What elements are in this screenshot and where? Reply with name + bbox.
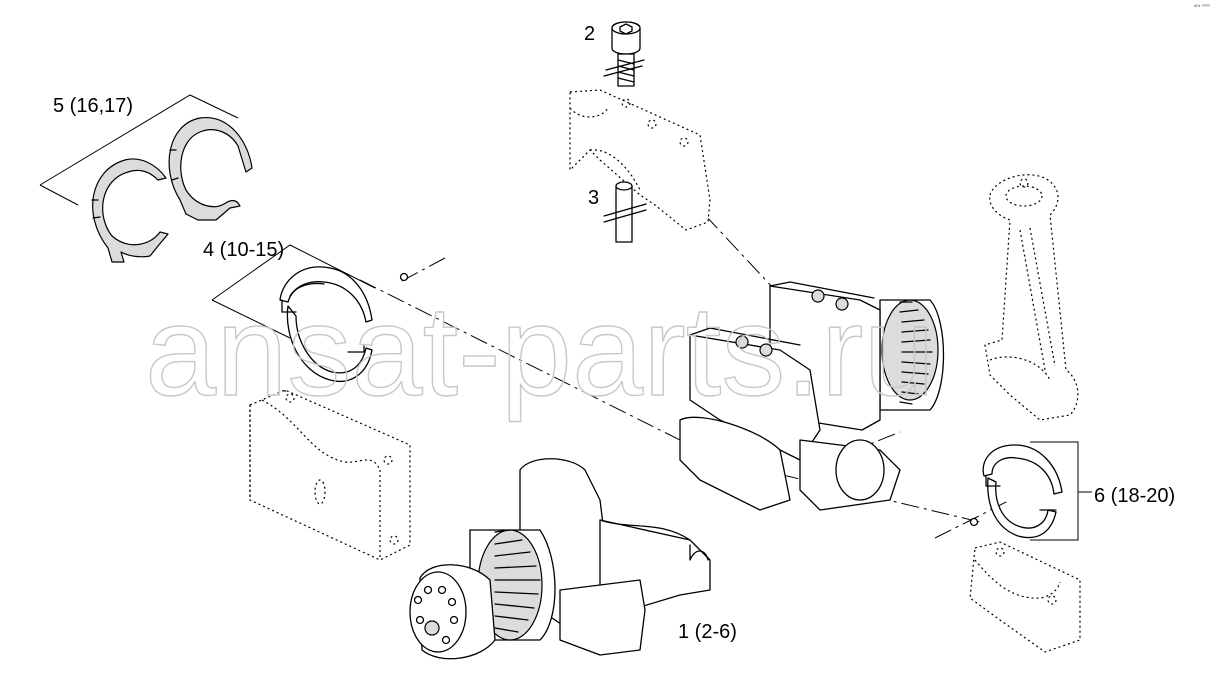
label-bolt: 2 xyxy=(584,23,596,45)
label-pin: 3 xyxy=(588,187,600,209)
corner-mark: ᴬᴼ¹ ⁰⁰⁰⁰ xyxy=(1194,4,1210,10)
dowel-pin xyxy=(603,181,647,243)
connecting-rod xyxy=(984,174,1079,421)
main-bearing-cap-top xyxy=(569,89,711,231)
main-bearing-shells xyxy=(211,244,376,382)
label-main-bearing-shells: 4 (10-15) xyxy=(203,239,285,261)
crankshaft xyxy=(409,281,945,660)
label-thrust-washers: 5 (16,17) xyxy=(53,95,134,117)
main-bearing-cap-left xyxy=(249,389,411,561)
label-rod-bearing-shells: 6 (18-20) xyxy=(1094,485,1176,507)
label-crankshaft: 1 (2-6) xyxy=(678,621,737,643)
cap-bolt xyxy=(603,21,645,87)
rod-cap-bottom xyxy=(969,541,1081,653)
rod-bearing-shells xyxy=(982,441,1092,541)
thrust-washer-pair xyxy=(39,94,253,263)
